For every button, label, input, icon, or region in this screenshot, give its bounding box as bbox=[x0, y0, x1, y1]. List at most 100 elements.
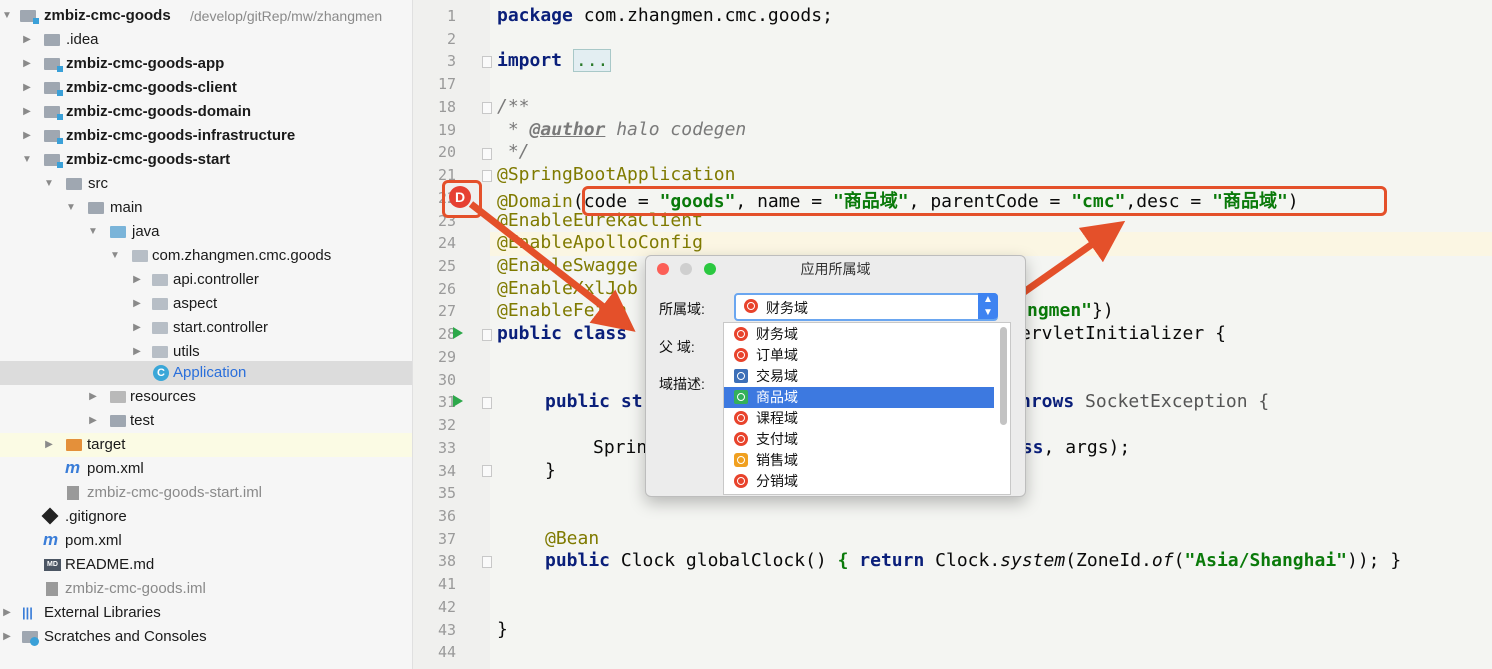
code-editor[interactable]: 1 2 3 17 18 19 20 21 22 23 24 25 26 27 2… bbox=[413, 0, 1492, 669]
line-number: 43 bbox=[437, 621, 456, 639]
code-line-25: @EnableSwagge bbox=[497, 255, 638, 276]
code-line-27-tail: ngmen"}) bbox=[1027, 300, 1114, 321]
domain-option[interactable]: 销售域 bbox=[724, 450, 994, 471]
domain-option[interactable]: 财务域 bbox=[724, 324, 994, 345]
tree-item-test[interactable]: ▶ test bbox=[0, 409, 412, 433]
domain-dropdown-list[interactable]: 财务域 订单域 交易域 商品域 课程域 支付域 销售域 分销域 bbox=[723, 322, 1011, 495]
fold-icon[interactable] bbox=[482, 465, 492, 477]
fold-icon[interactable] bbox=[482, 397, 492, 409]
fold-icon[interactable] bbox=[482, 556, 492, 568]
chevron-updown-icon[interactable]: ▲▼ bbox=[978, 293, 998, 319]
chevron-right-icon[interactable]: ▶ bbox=[23, 130, 31, 141]
tree-item-java[interactable]: ▼ java bbox=[0, 220, 412, 244]
tree-item-pom-root[interactable]: m pom.xml bbox=[0, 529, 412, 553]
tree-item-module-client[interactable]: ▶ zmbiz-cmc-goods-client bbox=[0, 76, 412, 100]
chevron-right-icon[interactable]: ▶ bbox=[45, 439, 53, 450]
tree-item-scratches[interactable]: ▶ Scratches and Consoles bbox=[0, 625, 412, 649]
tree-item-src[interactable]: ▼ src bbox=[0, 172, 412, 196]
tree-item-label: main bbox=[110, 199, 143, 216]
fold-icon[interactable] bbox=[482, 170, 492, 182]
domain-option[interactable]: 交易域 bbox=[724, 366, 994, 387]
chevron-down-icon[interactable]: ▼ bbox=[2, 10, 12, 21]
domain-option[interactable]: 订单域 bbox=[724, 345, 994, 366]
minimize-button[interactable] bbox=[680, 263, 692, 275]
tree-item-module-infrastructure[interactable]: ▶ zmbiz-cmc-goods-infrastructure bbox=[0, 124, 412, 148]
tree-item-label: pom.xml bbox=[87, 460, 144, 477]
tree-item-module-app[interactable]: ▶ zmbiz-cmc-goods-app bbox=[0, 52, 412, 76]
chevron-right-icon[interactable]: ▶ bbox=[23, 34, 31, 45]
tree-item-label: zmbiz-cmc-goods-domain bbox=[66, 103, 252, 120]
domain-dialog: 应用所属域 所属域: 父 域: 域描述: 财务域 ▲▼ 财务域 订单域 交易域 … bbox=[645, 255, 1026, 497]
chevron-right-icon[interactable]: ▶ bbox=[133, 322, 141, 333]
tree-item-start-controller[interactable]: ▶ start.controller bbox=[0, 316, 412, 340]
marker-callout-box bbox=[442, 180, 482, 218]
tree-item-readme[interactable]: MD README.md bbox=[0, 553, 412, 577]
chevron-right-icon[interactable]: ▶ bbox=[3, 607, 11, 618]
tree-item-main[interactable]: ▼ main bbox=[0, 196, 412, 220]
chevron-right-icon[interactable]: ▶ bbox=[89, 391, 97, 402]
close-button[interactable] bbox=[657, 263, 669, 275]
tree-item-label: zmbiz-cmc-goods-start bbox=[66, 151, 231, 168]
domain-option-selected[interactable]: 商品域 bbox=[724, 387, 994, 408]
chevron-down-icon[interactable]: ▼ bbox=[88, 226, 98, 237]
chevron-right-icon[interactable]: ▶ bbox=[23, 106, 31, 117]
line-number: 34 bbox=[437, 462, 456, 480]
code-line-22: @Domain(code = "goods", name = "商品域", pa… bbox=[497, 191, 1299, 212]
domain-option[interactable]: 支付域 bbox=[724, 429, 994, 450]
chevron-right-icon[interactable]: ▶ bbox=[133, 298, 141, 309]
globe-icon bbox=[734, 432, 748, 446]
chevron-down-icon[interactable]: ▼ bbox=[44, 178, 54, 189]
tree-item-module-start[interactable]: ▼ zmbiz-cmc-goods-start bbox=[0, 148, 412, 172]
chevron-right-icon[interactable]: ▶ bbox=[23, 58, 31, 69]
line-number: 44 bbox=[437, 643, 456, 661]
domain-select[interactable]: 财务域 ▲▼ bbox=[734, 293, 998, 321]
tree-item-label: Application bbox=[173, 364, 247, 381]
code-line-31-tail: hrows SocketException { bbox=[1020, 391, 1270, 412]
chevron-down-icon[interactable]: ▼ bbox=[66, 202, 76, 213]
fold-icon[interactable] bbox=[482, 329, 492, 341]
line-number: 17 bbox=[437, 75, 456, 93]
tree-item-gitignore[interactable]: .gitignore bbox=[0, 505, 412, 529]
chevron-right-icon[interactable]: ▶ bbox=[133, 346, 141, 357]
chevron-down-icon[interactable]: ▼ bbox=[110, 250, 120, 261]
tree-item-idea[interactable]: ▶ .idea bbox=[0, 28, 412, 52]
tree-item-module-domain[interactable]: ▶ zmbiz-cmc-goods-domain bbox=[0, 100, 412, 124]
tree-item-root-iml[interactable]: zmbiz-cmc-goods.iml bbox=[0, 577, 412, 601]
folder-icon bbox=[88, 202, 104, 214]
domain-option[interactable]: 分销域 bbox=[724, 471, 994, 492]
tree-item-application[interactable]: C Application bbox=[0, 361, 412, 385]
tree-item-root[interactable]: ▼ zmbiz-cmc-goods /develop/gitRep/mw/zha… bbox=[0, 4, 412, 28]
chevron-right-icon[interactable]: ▶ bbox=[3, 631, 11, 642]
tree-item-start-iml[interactable]: zmbiz-cmc-goods-start.iml bbox=[0, 481, 412, 505]
tree-item-utils[interactable]: ▶ utils bbox=[0, 340, 412, 364]
tree-item-api-controller[interactable]: ▶ api.controller bbox=[0, 268, 412, 292]
fold-icon[interactable] bbox=[482, 102, 492, 114]
domain-marker-icon[interactable]: D bbox=[449, 186, 471, 208]
chevron-right-icon[interactable]: ▶ bbox=[89, 415, 97, 426]
dropdown-scrollbar[interactable] bbox=[1000, 327, 1007, 425]
trade-icon bbox=[734, 369, 748, 383]
run-icon[interactable] bbox=[453, 395, 463, 407]
iml-file-icon bbox=[67, 486, 79, 500]
chevron-down-icon[interactable]: ▼ bbox=[22, 154, 32, 165]
fold-icon[interactable] bbox=[482, 56, 492, 68]
tree-item-pom-start[interactable]: m pom.xml bbox=[0, 457, 412, 481]
tree-item-external-libraries[interactable]: ▶ ||| External Libraries bbox=[0, 601, 412, 625]
folded-imports[interactable]: ... bbox=[572, 49, 612, 72]
tree-item-package-root[interactable]: ▼ com.zhangmen.cmc.goods bbox=[0, 244, 412, 268]
fold-icon[interactable] bbox=[482, 148, 492, 160]
zoom-button[interactable] bbox=[704, 263, 716, 275]
tree-item-resources[interactable]: ▶ resources bbox=[0, 385, 412, 409]
line-number: 41 bbox=[437, 575, 456, 593]
tree-item-target[interactable]: ▶ target bbox=[0, 433, 412, 457]
chevron-right-icon[interactable]: ▶ bbox=[23, 82, 31, 93]
code-line-24: @EnableApolloConfig bbox=[497, 232, 703, 253]
tree-item-label: test bbox=[130, 412, 155, 429]
run-icon[interactable] bbox=[453, 327, 463, 339]
code-line-20: */ bbox=[497, 141, 530, 162]
tree-item-aspect[interactable]: ▶ aspect bbox=[0, 292, 412, 316]
line-number: 3 bbox=[446, 52, 456, 70]
domain-option[interactable]: 课程域 bbox=[724, 408, 994, 429]
package-icon bbox=[152, 322, 168, 334]
chevron-right-icon[interactable]: ▶ bbox=[133, 274, 141, 285]
